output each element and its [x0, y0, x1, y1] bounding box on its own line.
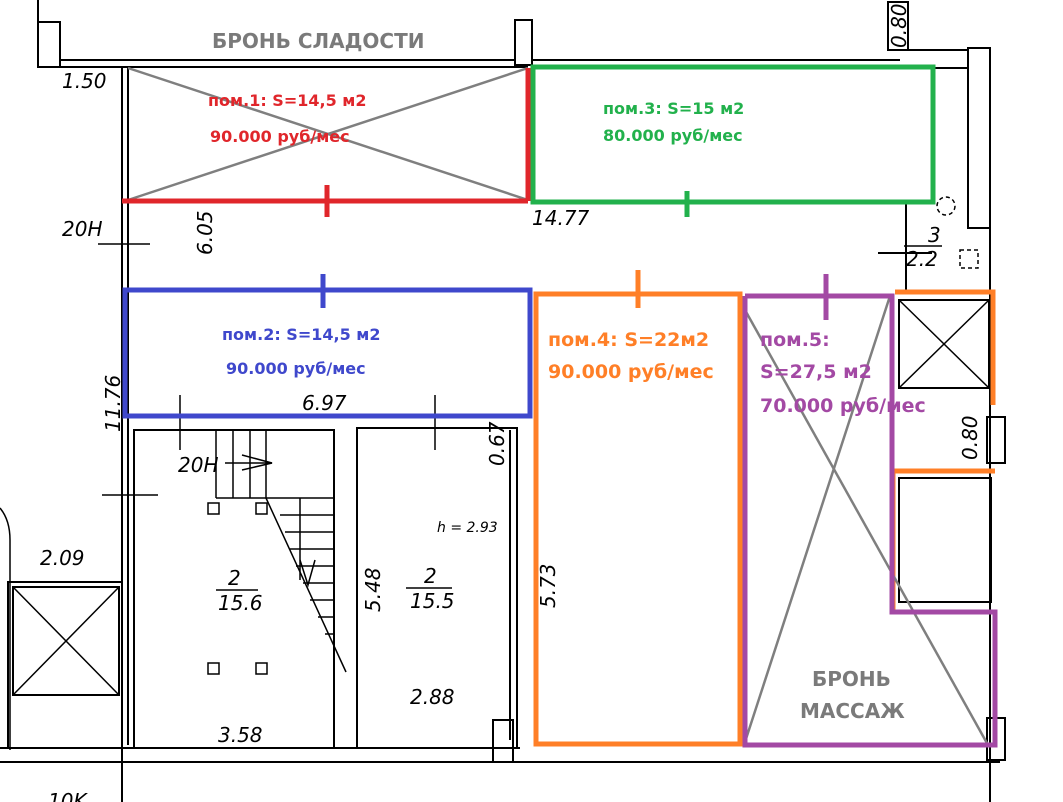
room-5-price: 70.000 руб/мес: [760, 395, 926, 417]
reservation-bottom-line2: МАССАЖ: [800, 699, 905, 723]
room-2-price: 90.000 руб/мес: [226, 359, 366, 378]
dim-0-80-top: 0.80: [887, 3, 911, 48]
dim-0-67: 0.67: [485, 421, 509, 466]
walls: [0, 0, 1006, 802]
wall-right-upper: [967, 47, 991, 229]
dim-1-50: 1.50: [62, 69, 107, 93]
shaft-right: [898, 477, 992, 603]
dim-20h-a: 20H: [62, 217, 103, 241]
room-5[interactable]: пом.5: S=27,5 м2 70.000 руб/мес: [742, 274, 998, 748]
room-area-a: 15.6: [218, 591, 263, 615]
room-2[interactable]: пом.2: S=14,5 м2 90.000 руб/мес: [122, 274, 533, 419]
ceiling-height: h = 2.93: [437, 520, 498, 536]
elevator-left-icon: [12, 586, 120, 696]
room-4-area: пом.4: S=22м2: [548, 329, 709, 351]
dim-2-88: 2.88: [410, 685, 455, 709]
reservation-bottom-line1: БРОНЬ: [812, 667, 891, 691]
room-5-area: S=27,5 м2: [760, 361, 872, 383]
dim-3-58: 3.58: [218, 723, 263, 747]
stair-arrow-down-icon: [299, 559, 316, 588]
room-3[interactable]: пом.3: S=15 м2 80.000 руб/мес: [530, 64, 936, 217]
room-2-area: пом.2: S=14,5 м2: [222, 325, 381, 344]
room-1[interactable]: пом.1: S=14,5 м2 90.000 руб/мес: [122, 66, 531, 217]
reservation-top: БРОНЬ СЛАДОСТИ: [212, 29, 425, 53]
elevator-right-icon: [898, 299, 990, 389]
room-3-area: пом.3: S=15 м2: [603, 99, 744, 118]
room-num-b: 2: [424, 564, 437, 588]
dim-14-77: 14.77: [532, 206, 590, 230]
dim-2-09: 2.09: [40, 546, 85, 570]
room-4-price: 90.000 руб/мес: [548, 361, 714, 383]
dim-20h-b: 20H: [178, 453, 219, 477]
dim-2-2: 2.2: [906, 247, 938, 271]
staircase: [215, 430, 347, 673]
wall-pillar-tr: [887, 1, 909, 51]
columns: [207, 502, 268, 675]
dim-3: 3: [928, 223, 941, 247]
dim-0-80-right: 0.80: [958, 415, 982, 460]
room-area-b: 15.5: [410, 589, 455, 613]
left-shaft: [7, 581, 123, 749]
wall-pillar-right: [986, 416, 1006, 464]
wall-pillar-tc: [514, 19, 533, 66]
toilet-icon: [959, 249, 979, 269]
room-3-price: 80.000 руб/мес: [603, 126, 743, 145]
room-1-price: 90.000 руб/мес: [210, 127, 350, 146]
dim-5-48: 5.48: [361, 567, 385, 612]
dim-6-05: 6.05: [193, 210, 217, 255]
dim-11-76: 11.76: [101, 375, 125, 432]
dim-5-73: 5.73: [536, 563, 560, 608]
room-1-area: пом.1: S=14,5 м2: [208, 91, 367, 110]
dimension-labels: 1.50 20H 6.05 14.77 11.76 6.97 20H 0.67 …: [40, 3, 982, 802]
dim-10k: 10K: [48, 789, 88, 802]
room-5-label: пом.5:: [760, 329, 830, 351]
dim-6-97: 6.97: [302, 391, 347, 415]
wall-pillar-tl: [37, 21, 61, 68]
room-num-a: 2: [228, 566, 241, 590]
